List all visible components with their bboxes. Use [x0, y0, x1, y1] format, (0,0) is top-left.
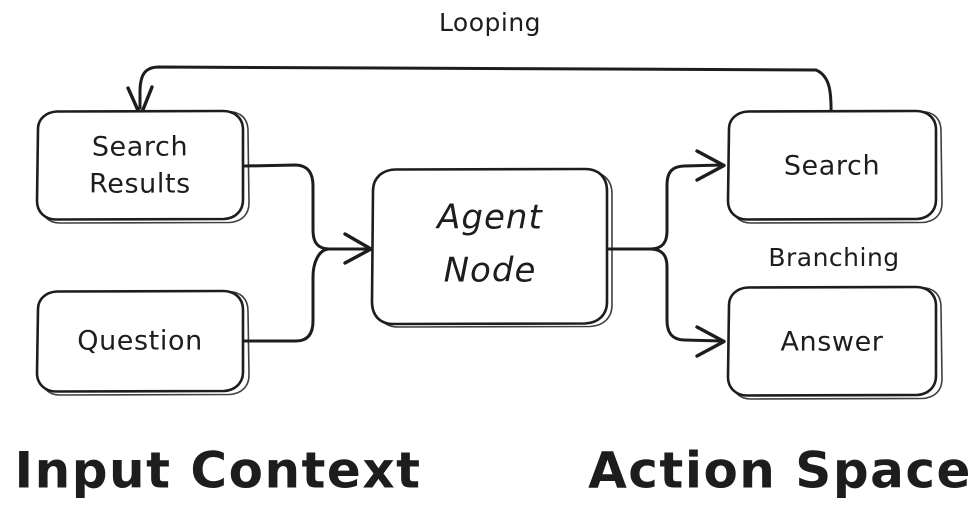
node-agent-label-line2: Node	[444, 251, 537, 291]
edge-search-arrowhead-icon	[695, 149, 726, 182]
node-question-label: Question	[77, 326, 203, 357]
edge-answer-arrowhead-icon	[695, 325, 726, 358]
node-question-box	[35, 289, 245, 393]
node-question[interactable]: Question	[35, 289, 250, 396]
edge-looping	[126, 65, 833, 118]
node-search-results-label-line2: Results	[89, 169, 191, 200]
node-search-results-label-line1: Search	[92, 132, 188, 163]
node-answer[interactable]: Answer	[726, 285, 943, 400]
node-search-results-box	[35, 109, 245, 221]
node-search-label: Search	[784, 151, 880, 182]
looping-edge-path	[138, 65, 833, 118]
edge-label-branching: Branching	[768, 243, 899, 272]
edge-agent-to-answer-path	[649, 247, 724, 343]
node-agent-box	[370, 167, 609, 326]
edge-label-looping: Looping	[439, 8, 541, 37]
edge-agent-to-search-path	[649, 163, 724, 251]
edge-inputs-to-agent	[243, 163, 373, 343]
edge-question-to-agent-path	[243, 247, 331, 343]
node-search-box	[726, 109, 938, 221]
group-label-input-context: Input Context	[15, 442, 422, 500]
node-search[interactable]: Search	[726, 109, 943, 224]
edge-agent-to-actions	[607, 149, 726, 358]
group-label-action-space: Action Space	[588, 442, 972, 500]
node-agent[interactable]: Agent Node	[370, 167, 613, 328]
node-search-results[interactable]: Search Results	[35, 109, 250, 224]
node-answer-box	[726, 285, 938, 397]
edge-merge-arrowhead-icon	[343, 232, 373, 265]
node-agent-label-line1: Agent	[435, 198, 543, 238]
edge-search-results-to-agent-path	[243, 163, 331, 251]
node-answer-label: Answer	[780, 327, 883, 358]
